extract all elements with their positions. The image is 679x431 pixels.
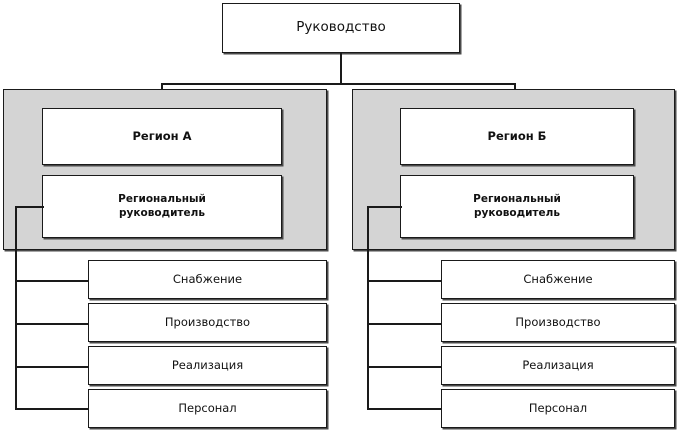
node-left-department-4-label: Персонал [178,401,237,416]
connector-right-dept-2 [367,323,443,325]
node-left-department-3: Реализация [88,346,327,385]
node-left-department-3-label: Реализация [171,358,244,373]
node-region-a-manager: Региональный руководитель [42,175,282,238]
node-top-management-label: Руководство [296,19,386,36]
connector-right-dept-3 [367,366,443,368]
connector-root-drop [340,52,342,84]
connector-left-trunk [15,206,17,409]
node-right-department-3-label: Реализация [522,358,594,373]
node-right-department-4-label: Персонал [528,401,588,416]
node-region-b-manager-label: Региональный руководитель [401,193,633,220]
connector-right-dept-1 [367,280,443,282]
connector-right-manager-stub [367,206,402,208]
node-region-b-label: Регион Б [487,129,547,144]
node-region-a-manager-label-line2: руководитель [119,206,205,219]
node-right-department-3: Реализация [441,346,675,385]
node-right-department-1-label: Снабжение [523,272,593,287]
node-region-b: Регион Б [400,108,634,165]
node-right-department-2: Производство [441,303,675,342]
node-region-a: Регион А [42,108,282,165]
node-region-b-manager: Региональный руководитель [400,175,634,238]
node-region-b-manager-label-line1: Региональный [473,193,561,206]
connector-left-dept-2 [15,323,90,325]
connector-left-dept-4 [15,408,90,410]
node-region-a-label: Регион А [132,129,192,144]
node-right-department-2-label: Производство [515,315,601,330]
node-left-department-2-label: Производство [164,315,251,330]
node-left-department-4: Персонал [88,389,327,428]
node-top-management: Руководство [222,3,460,53]
node-left-department-1: Снабжение [88,260,327,299]
node-region-a-manager-label: Региональный руководитель [43,193,281,220]
node-region-a-manager-label-line1: Региональный [118,193,206,206]
connector-left-manager-stub [15,206,44,208]
connector-left-dept-1 [15,280,90,282]
node-left-department-1-label: Снабжение [172,272,243,287]
connector-right-dept-4 [367,408,443,410]
node-left-department-2: Производство [88,303,327,342]
connector-left-dept-3 [15,366,90,368]
connector-right-trunk [367,206,369,409]
connector-root-bus [161,83,516,85]
node-right-department-1: Снабжение [441,260,675,299]
node-right-department-4: Персонал [441,389,675,428]
node-region-b-manager-label-line2: руководитель [474,206,560,219]
